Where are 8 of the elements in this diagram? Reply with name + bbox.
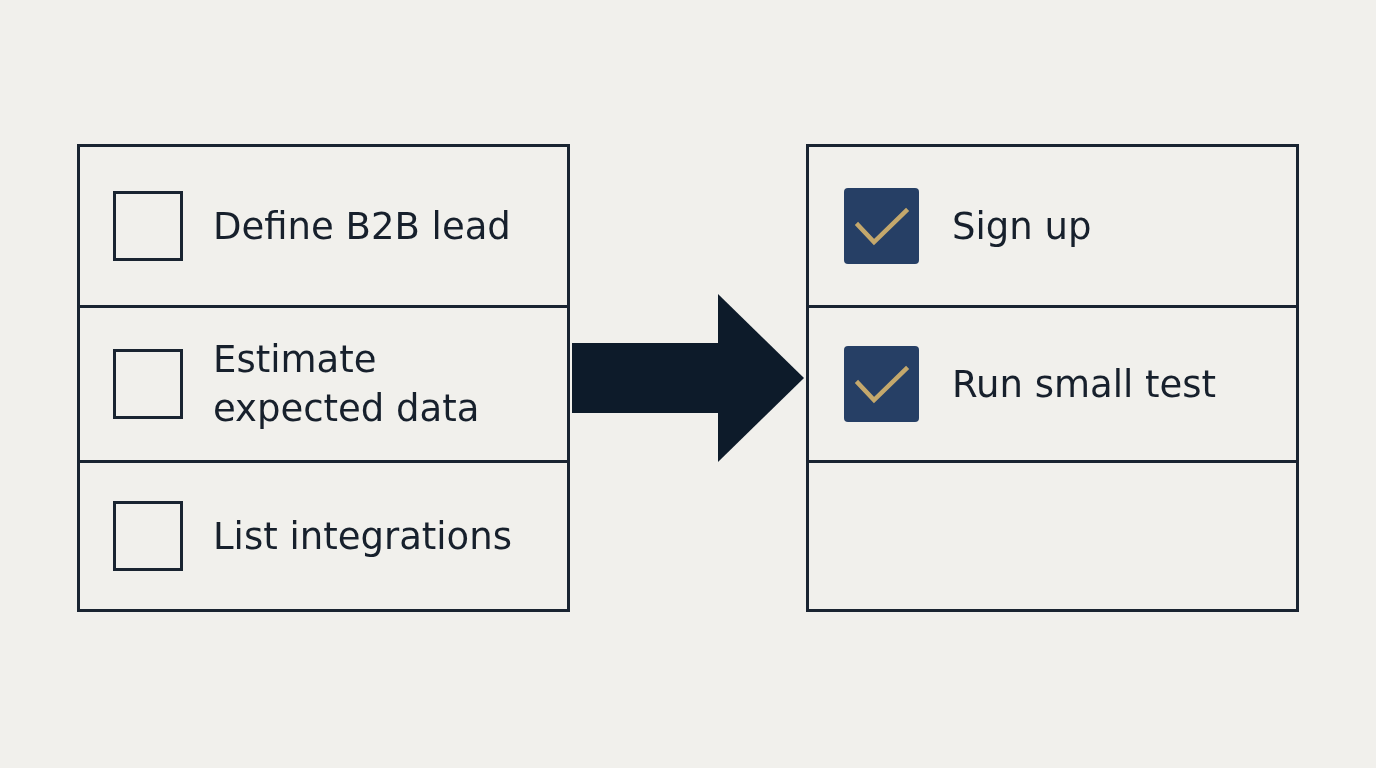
checklist-panel xyxy=(806,144,1299,612)
item-label: List integrations xyxy=(213,513,512,560)
checklist-panel xyxy=(77,144,570,612)
item-label: Estimate expected data xyxy=(213,337,481,432)
item-label: Run small test xyxy=(952,361,1217,408)
block-arrow xyxy=(572,294,804,462)
item-label: Sign up xyxy=(952,203,1092,250)
item-label: Define B2B lead xyxy=(213,203,511,250)
